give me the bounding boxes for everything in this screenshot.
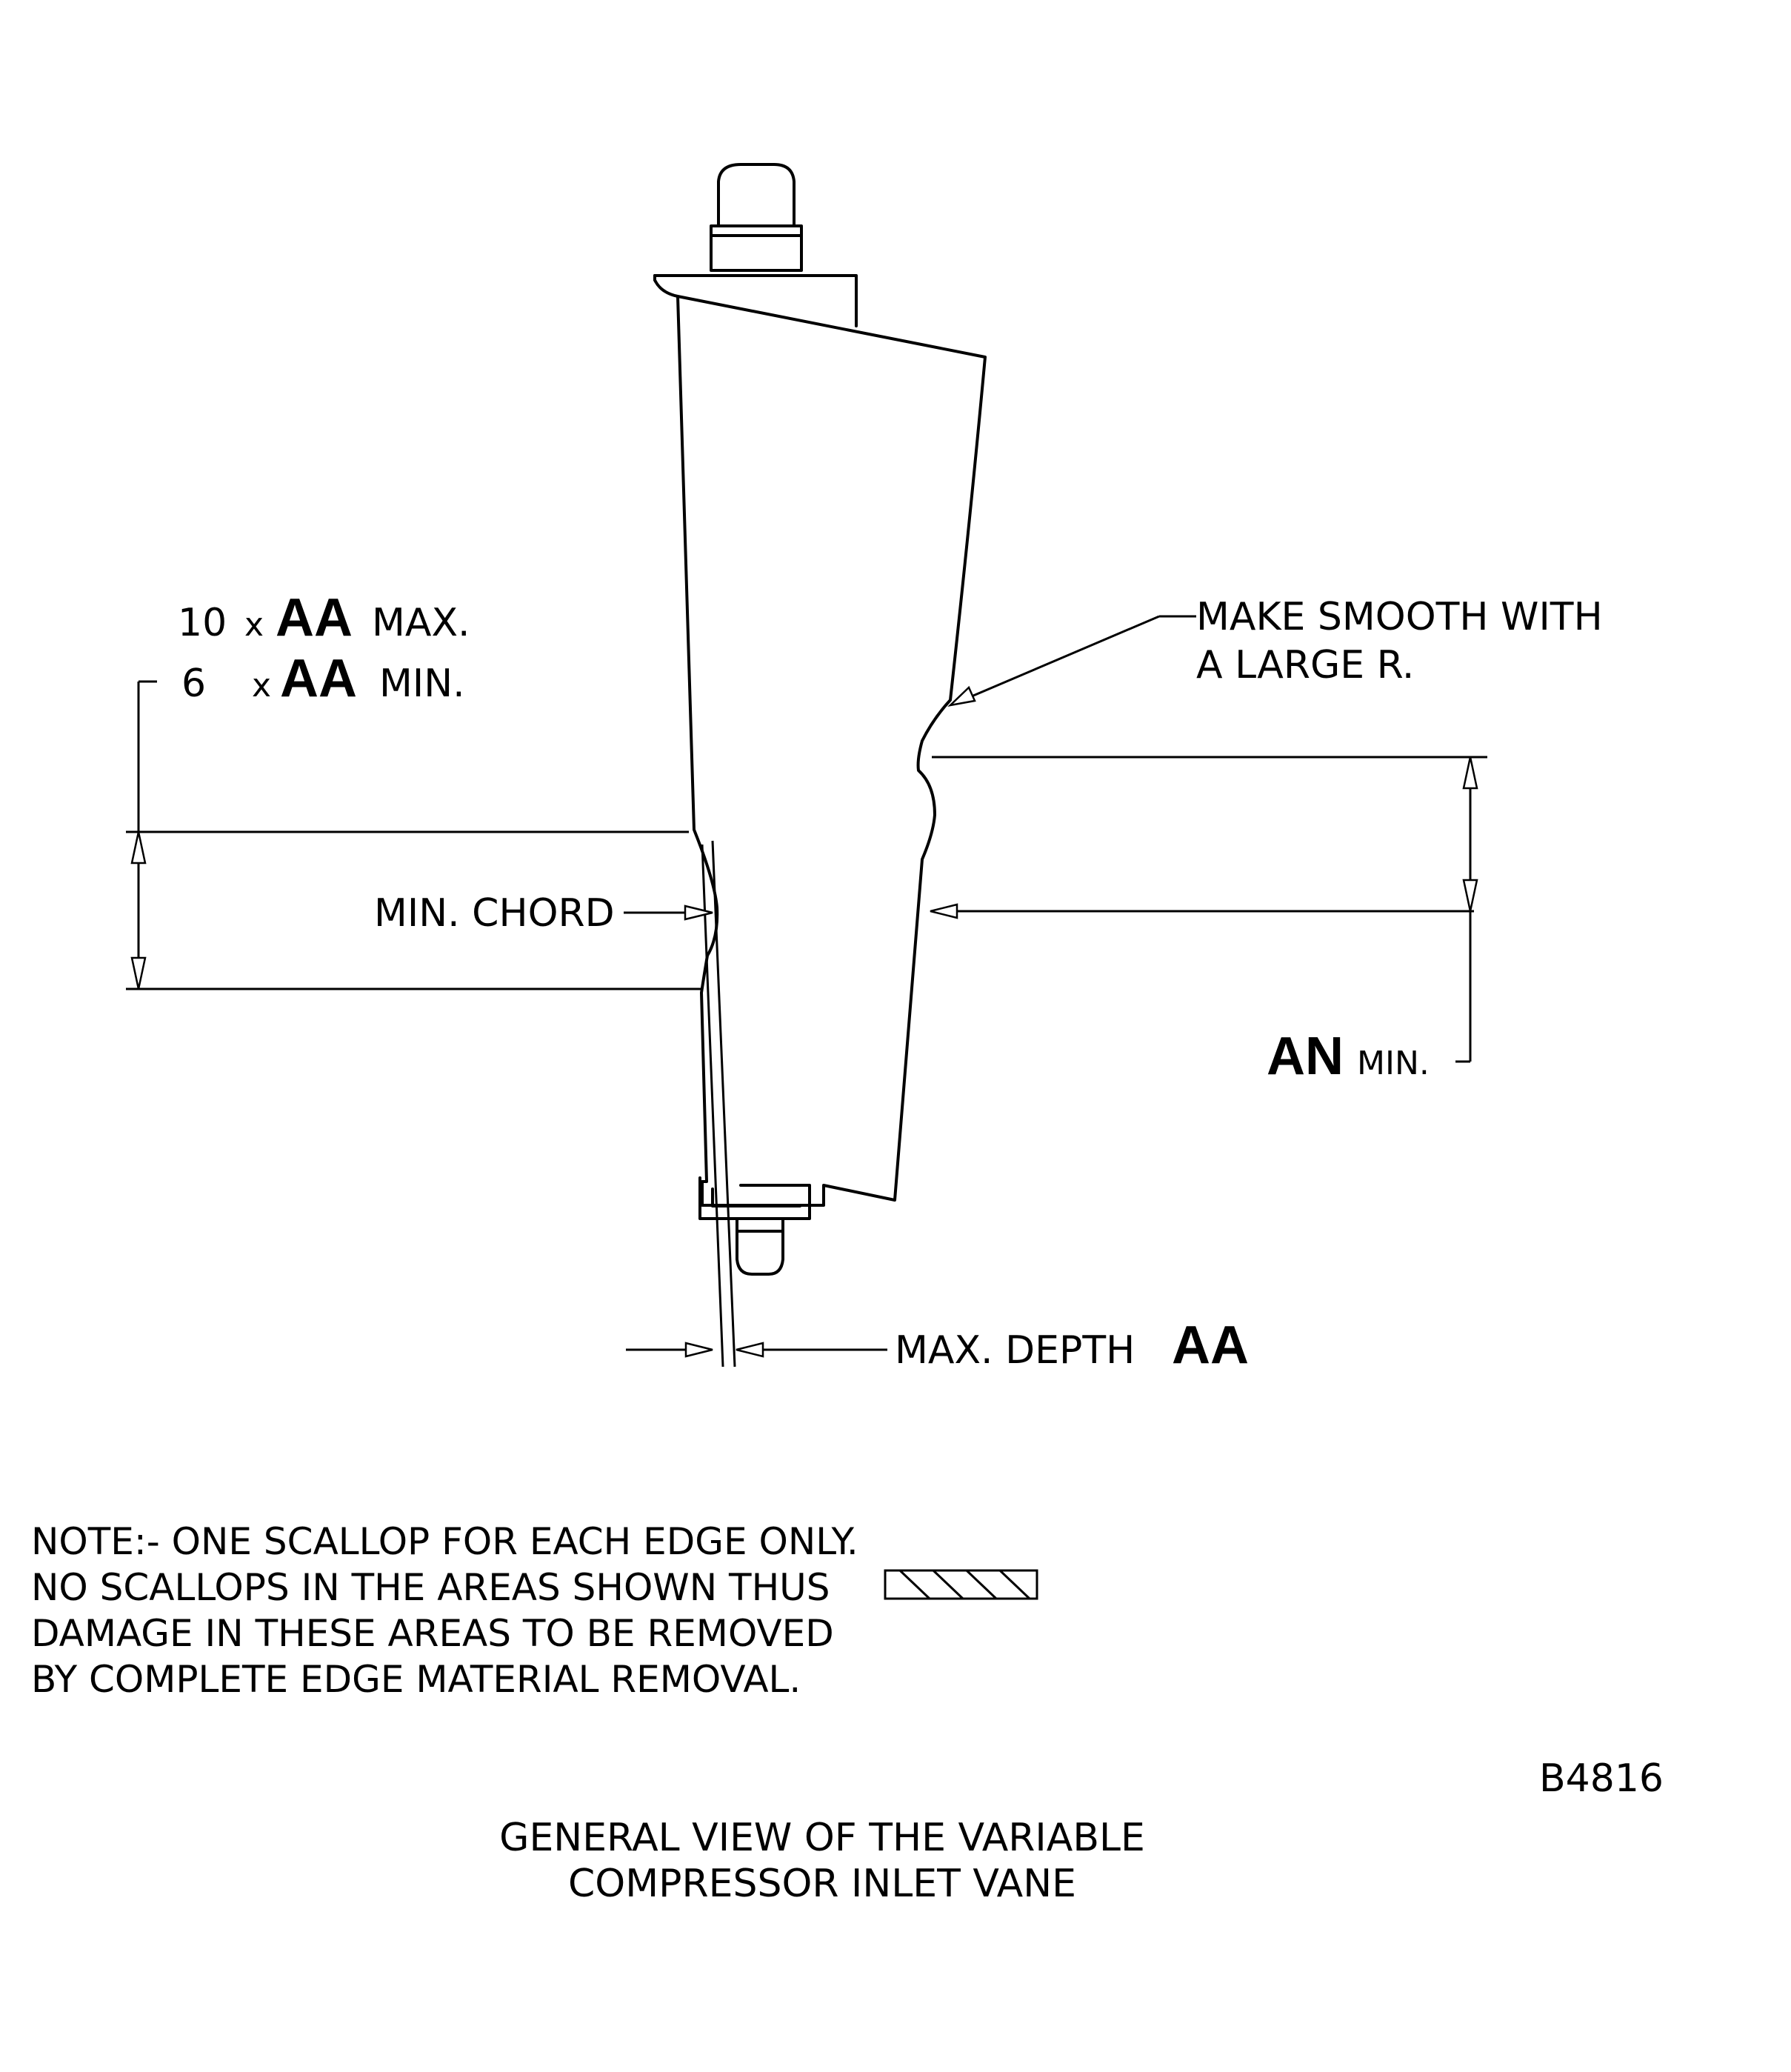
note-line4: BY COMPLETE EDGE MATERIAL REMOVAL. <box>31 1658 801 1701</box>
make-smooth-line2: A LARGE R. <box>1196 643 1414 687</box>
aa-symbol-max: AA <box>276 588 353 647</box>
an-dimension <box>932 756 1487 1063</box>
max-suffix: MAX. <box>372 601 470 645</box>
note-line2: NO SCALLOPS IN THE AREAS SHOWN THUS <box>31 1566 830 1609</box>
min-chord-label: MIN. CHORD <box>374 891 615 936</box>
max-depth-dimension <box>626 1342 887 1358</box>
note-line1: NOTE:- ONE SCALLOP FOR EACH EDGE ONLY. <box>31 1520 858 1563</box>
vane-outline <box>676 295 987 1207</box>
note-line3: DAMAGE IN THESE AREAS TO BE REMOVED <box>31 1612 834 1655</box>
top-platform <box>653 274 858 327</box>
caption-line2: COMPRESSOR INLET VANE <box>568 1862 1076 1906</box>
caption-line1: GENERAL VIEW OF THE VARIABLE <box>499 1816 1145 1860</box>
max-depth-label: MAX. DEPTH <box>895 1328 1135 1373</box>
depth-max-multiplier: 10 <box>178 601 227 645</box>
an-min-suffix: MIN. <box>1357 1045 1430 1082</box>
make-smooth-leader <box>947 615 1196 707</box>
figure-number: B4816 <box>1539 1756 1664 1801</box>
max-depth-symbol: AA <box>1172 1316 1249 1375</box>
bottom-platform <box>698 1176 811 1220</box>
min-suffix: MIN. <box>379 662 465 706</box>
depth-min-multiplier: 6 <box>181 662 206 706</box>
min-chord-leaders <box>624 903 1474 921</box>
times-sign-max: x <box>244 606 264 644</box>
times-sign-min: x <box>252 667 271 704</box>
top-spindle <box>710 163 803 272</box>
scallop-length-dimension <box>126 680 702 990</box>
leading-edge-strip <box>701 840 736 1368</box>
bottom-spindle <box>736 1217 784 1276</box>
make-smooth-line1: MAKE SMOOTH WITH <box>1196 595 1603 639</box>
aa-symbol-min: AA <box>280 649 357 708</box>
hatch-legend-box <box>884 1569 1038 1600</box>
an-symbol: AN <box>1267 1027 1344 1086</box>
